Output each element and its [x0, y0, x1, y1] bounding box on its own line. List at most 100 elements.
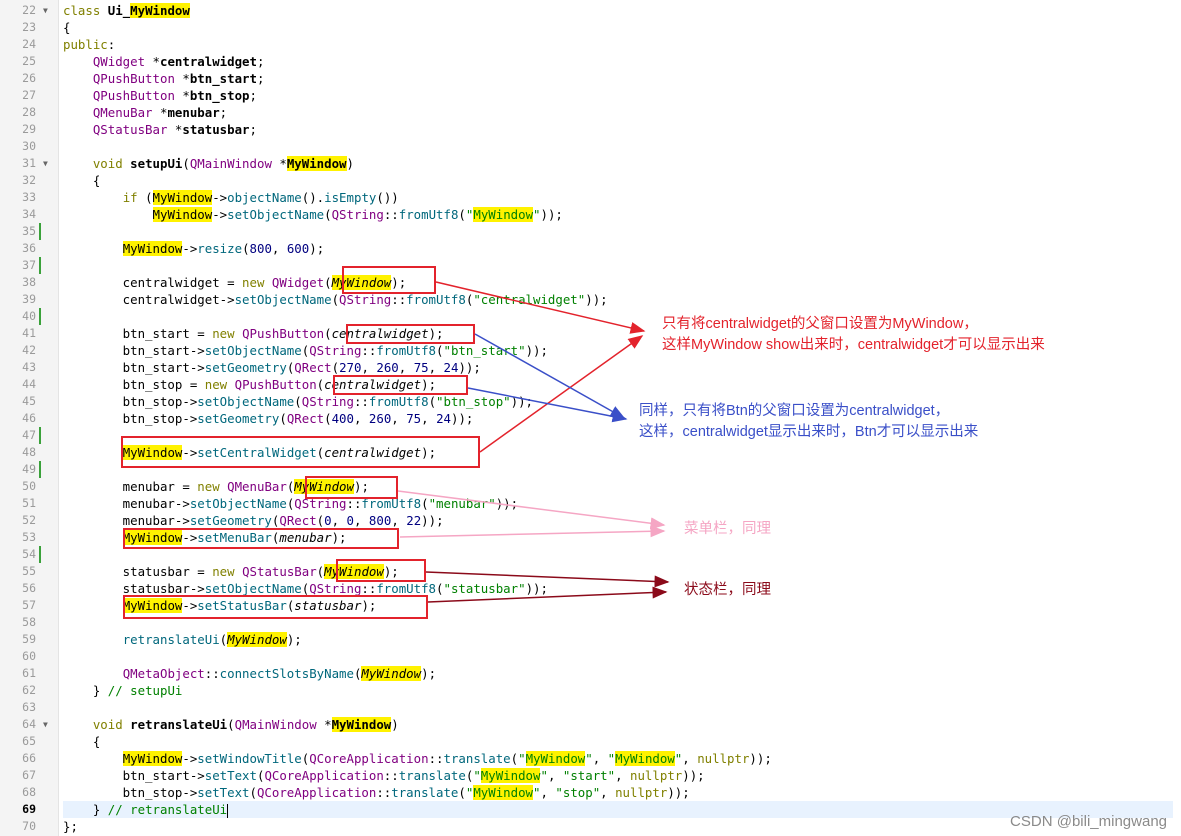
- code-token: setObjectName: [197, 394, 295, 409]
- line-number: 38: [22, 275, 36, 289]
- code-token: centralwidget: [324, 377, 422, 392]
- code-line[interactable]: 58: [0, 614, 1181, 631]
- code-line[interactable]: 42 btn_start->setObjectName(QString::fro…: [0, 342, 1181, 359]
- code-line[interactable]: 63: [0, 699, 1181, 716]
- code-token: MyWindow: [122, 530, 183, 545]
- code-line[interactable]: 47: [0, 427, 1181, 444]
- line-number: 61: [22, 666, 36, 680]
- fold-arrow-icon[interactable]: ▼: [43, 6, 48, 15]
- code-line[interactable]: 55 statusbar = new QStatusBar(MyWindow);: [0, 563, 1181, 580]
- code-line[interactable]: 70};: [0, 818, 1181, 835]
- code-token: ): [391, 717, 399, 732]
- code-text: retranslateUi(MyWindow);: [63, 631, 1173, 648]
- code-token: fromUtf8: [398, 207, 459, 222]
- code-line[interactable]: 52 menubar->setGeometry(QRect(0, 0, 800,…: [0, 512, 1181, 529]
- code-line[interactable]: 26 QPushButton *btn_start;: [0, 70, 1181, 87]
- code-token: nullptr: [697, 751, 750, 766]
- code-text: } // setupUi: [63, 682, 1173, 699]
- code-text: {: [63, 19, 1173, 36]
- code-token: ,: [547, 768, 563, 783]
- code-line[interactable]: 39 centralwidget->setObjectName(QString:…: [0, 291, 1181, 308]
- code-line[interactable]: 25 QWidget *centralwidget;: [0, 53, 1181, 70]
- code-token: centralwidget =: [63, 275, 243, 290]
- line-number: 48: [22, 445, 36, 459]
- code-token: QRect: [279, 513, 317, 528]
- code-line[interactable]: 44 btn_stop = new QPushButton(centralwid…: [0, 376, 1181, 393]
- code-token: );: [428, 326, 444, 341]
- code-line[interactable]: 22▼class Ui_MyWindow: [0, 2, 1181, 19]
- code-line[interactable]: 57 MyWindow->setStatusBar(statusbar);: [0, 597, 1181, 614]
- code-line[interactable]: 29 QStatusBar *statusbar;: [0, 121, 1181, 138]
- line-number: 70: [22, 819, 36, 833]
- code-line[interactable]: 36 MyWindow->resize(800, 600);: [0, 240, 1181, 257]
- line-number: 54: [22, 547, 36, 561]
- code-token: (: [436, 581, 444, 596]
- code-token: ::: [361, 581, 377, 596]
- code-line[interactable]: 38 centralwidget = new QWidget(MyWindow)…: [0, 274, 1181, 291]
- code-line[interactable]: 65 {: [0, 733, 1181, 750]
- code-line[interactable]: 37: [0, 257, 1181, 274]
- code-text: MyWindow->setObjectName(QString::fromUtf…: [63, 206, 1173, 223]
- code-line[interactable]: 28 QMenuBar *menubar;: [0, 104, 1181, 121]
- code-token: QString: [294, 496, 347, 511]
- code-line[interactable]: 48 MyWindow->setCentralWidget(centralwid…: [0, 444, 1181, 461]
- code-token: statusbar->: [63, 581, 205, 596]
- line-number: 32: [22, 173, 36, 187]
- code-line[interactable]: 61 QMetaObject::connectSlotsByName(MyWin…: [0, 665, 1181, 682]
- code-token: (: [137, 190, 153, 205]
- code-line[interactable]: 35: [0, 223, 1181, 240]
- code-token: (: [316, 377, 325, 392]
- code-token: ,: [271, 241, 287, 256]
- code-line[interactable]: 51 menubar->setObjectName(QString::fromU…: [0, 495, 1181, 512]
- code-text: } // retranslateUi: [63, 801, 1173, 818]
- code-line[interactable]: 34 MyWindow->setObjectName(QString::from…: [0, 206, 1181, 223]
- code-line[interactable]: 40: [0, 308, 1181, 325]
- code-token: (: [286, 360, 295, 375]
- code-line[interactable]: 67 btn_start->setText(QCoreApplication::…: [0, 767, 1181, 784]
- code-token: translate: [443, 751, 511, 766]
- code-token: ,: [353, 411, 369, 426]
- code-token: 800: [249, 241, 272, 256]
- code-token: MyWindow: [122, 241, 183, 256]
- code-line[interactable]: 49: [0, 461, 1181, 478]
- code-line[interactable]: 32 {: [0, 172, 1181, 189]
- code-line[interactable]: 31▼ void setupUi(QMainWindow *MyWindow): [0, 155, 1181, 172]
- code-line[interactable]: 46 btn_stop->setGeometry(QRect(400, 260,…: [0, 410, 1181, 427]
- fold-arrow-icon[interactable]: ▼: [43, 720, 48, 729]
- fold-arrow-icon[interactable]: ▼: [43, 159, 48, 168]
- box-btn-stop-parent: [333, 375, 468, 395]
- code-line[interactable]: 60: [0, 648, 1181, 665]
- code-line[interactable]: 64▼ void retranslateUi(QMainWindow *MyWi…: [0, 716, 1181, 733]
- code-line[interactable]: 56 statusbar->setObjectName(QString::fro…: [0, 580, 1181, 597]
- code-line[interactable]: 45 btn_stop->setObjectName(QString::from…: [0, 393, 1181, 410]
- code-token: new: [212, 326, 235, 341]
- code-line[interactable]: 69 } // retranslateUi: [0, 801, 1181, 818]
- code-token: menubar =: [63, 479, 198, 494]
- code-line[interactable]: 43 btn_start->setGeometry(QRect(270, 260…: [0, 359, 1181, 376]
- code-line[interactable]: 53 MyWindow->setMenuBar(menubar);: [0, 529, 1181, 546]
- code-token: QCoreApplication: [256, 785, 377, 800]
- code-token: menubar->: [63, 513, 190, 528]
- code-token: );: [361, 598, 377, 613]
- code-token: 400: [331, 411, 354, 426]
- code-line[interactable]: 54: [0, 546, 1181, 563]
- code-line[interactable]: 23{: [0, 19, 1181, 36]
- code-line[interactable]: 66 MyWindow->setWindowTitle(QCoreApplica…: [0, 750, 1181, 767]
- code-line[interactable]: 33 if (MyWindow->objectName().isEmpty()): [0, 189, 1181, 206]
- code-token: (: [353, 666, 362, 681]
- code-line[interactable]: 59 retranslateUi(MyWindow);: [0, 631, 1181, 648]
- code-line[interactable]: 68 btn_stop->setText(QCoreApplication::t…: [0, 784, 1181, 801]
- code-token: MyWindow: [130, 3, 190, 18]
- code-token: (: [428, 394, 437, 409]
- code-line[interactable]: 50 menubar = new QMenuBar(MyWindow);: [0, 478, 1181, 495]
- line-number: 37: [22, 258, 36, 272]
- code-token: menubar->: [63, 496, 190, 511]
- code-token: centralwidget->: [63, 292, 235, 307]
- code-line[interactable]: 62 } // setupUi: [0, 682, 1181, 699]
- code-token: btn_stop: [189, 88, 250, 103]
- code-line[interactable]: 30: [0, 138, 1181, 155]
- code-line[interactable]: 27 QPushButton *btn_stop;: [0, 87, 1181, 104]
- code-line[interactable]: 41 btn_start = new QPushButton(centralwi…: [0, 325, 1181, 342]
